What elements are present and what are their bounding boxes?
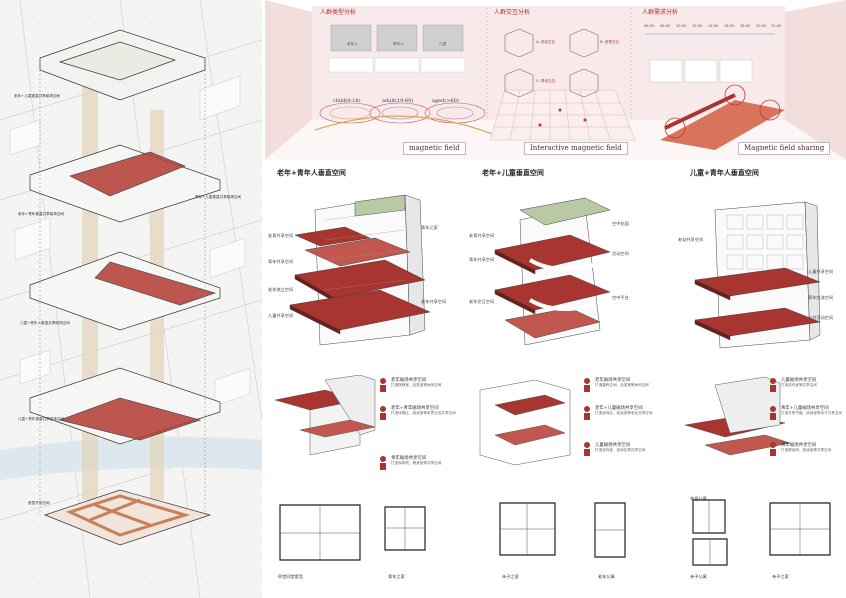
callout-a-1: 老青共享空间 xyxy=(268,233,294,238)
timeline: 06:00 08:00 10:00 12:00 14:00 16:00 18:0… xyxy=(644,24,782,28)
banner-title-2: 人群交互分析 xyxy=(494,9,531,16)
plan-caption-7: 亲子之家 xyxy=(772,574,789,579)
model-a xyxy=(289,194,431,346)
left-label-3: 青年+儿童垂直共享磁场空间 xyxy=(195,195,242,199)
age-label-child: child(0-18) xyxy=(333,98,361,104)
plan-caption-3: 亲子之家 xyxy=(502,574,519,579)
legend-b-2: 老年+儿童磁场共享空间打造游戏区、阅读室等老幼共享空间 xyxy=(595,406,653,416)
interact-label-a: A: 老幼交互 xyxy=(536,40,556,44)
left-label-1: 老年+儿童垂直共享磁场空间 xyxy=(14,94,61,98)
callout-b-2: 青年共享空间 xyxy=(469,257,495,262)
callout-b-6: 空中平台 xyxy=(612,295,629,300)
legend-a-3: 青年磁场共享空间打造咖啡吧、健身室等共享空间 xyxy=(391,456,442,466)
legend-icons xyxy=(380,378,776,470)
callout-c-1: 老幼共享空间 xyxy=(678,237,704,242)
left-label-6: 首层开放空间 xyxy=(28,501,50,505)
callout-c-2: 儿童共享空间 xyxy=(808,269,834,274)
plan-caption-4: 老年公寓 xyxy=(598,574,615,579)
left-label-5: 儿童+青年垂直共享磁场空间 xyxy=(18,417,65,421)
callout-b-5: 活动空间 xyxy=(612,251,629,256)
plan-caption-2: 青年之家 xyxy=(388,574,405,579)
plan-caption-6: 亲子公寓 xyxy=(690,574,707,579)
legend-c-2: 青年+儿童磁场共享空间打造共享书屋、阅读室等亲子共享空间 xyxy=(781,406,843,416)
left-axonometric-panel xyxy=(0,0,262,598)
callout-b-4: 空中花园 xyxy=(612,221,629,226)
left-label-4: 儿童+青年人垂直共享磁场空间 xyxy=(20,321,70,325)
legend-b-3: 儿童磁场共享空间打造游戏室、游戏区等共享空间 xyxy=(595,443,646,453)
label-interactive-field: Interactive magnetic field xyxy=(524,142,628,155)
context-buildings xyxy=(9,75,251,407)
legend-models xyxy=(274,375,791,470)
banner-title-3: 人群需求分析 xyxy=(642,9,679,16)
header-section-c: 儿童+青年人垂直空间 xyxy=(690,169,759,177)
legend-c-1: 儿童磁场共享空间打造游戏室等共享空间 xyxy=(781,378,817,388)
model-c xyxy=(694,201,821,349)
callout-a-2: 青年共享空间 xyxy=(268,259,294,264)
label-magnetic-field: magnetic field xyxy=(403,142,466,155)
left-label-2: 老年+青年垂直共享磁场空间 xyxy=(18,212,65,216)
callout-a-5: 青年之家 xyxy=(421,225,438,230)
interact-label-b: B: 老青交互 xyxy=(600,40,620,44)
legend-a-2: 老年+青年磁场共享空间打造休憩区、阅读室等老青交流共享空间 xyxy=(391,406,456,416)
age-label-adult: adult(19-60) xyxy=(382,98,414,104)
legend-b-1: 老年磁场共享空间打造康养空间、品茗室等休闲空间 xyxy=(595,378,649,388)
callout-c-3: 青年交流空间 xyxy=(808,295,834,300)
top-banner-bg xyxy=(265,0,846,160)
callout-a-6: 老年共享空间 xyxy=(421,299,447,304)
callout-a-4: 儿童共享空间 xyxy=(268,313,294,318)
tag-child: 儿童 xyxy=(439,42,447,46)
interaction-cubes xyxy=(504,28,599,98)
callout-a-3: 老年独立空间 xyxy=(268,287,294,292)
age-label-aged: aged(>60) xyxy=(432,98,459,104)
river xyxy=(0,436,262,480)
label-field-sharing: Magnetic field sharing xyxy=(738,142,831,155)
plan-caption-1: 四世同堂套型 xyxy=(278,574,304,579)
legend-a-1: 老年磁场共享空间打造棋牌室、品茗室等休闲空间 xyxy=(391,378,442,388)
header-section-a: 老年+青年人垂直空间 xyxy=(277,169,346,177)
banner-title-1: 人群类型分析 xyxy=(320,9,357,16)
section-models xyxy=(289,194,821,349)
callout-c-4: 公共活动空间 xyxy=(808,315,834,320)
floor-plans xyxy=(279,499,831,566)
callout-b-1: 老青共享空间 xyxy=(469,233,495,238)
floor-plates xyxy=(29,29,221,546)
plan-caption-5: 单身公寓 xyxy=(690,496,707,501)
header-section-b: 老年+儿童垂直空间 xyxy=(482,169,544,177)
legend-c-3: 青年磁场共享空间打造健身房、阅读室等共享空间 xyxy=(781,443,832,453)
interact-label-c: C: 青幼交互 xyxy=(536,79,556,83)
callout-b-3: 老年交互空间 xyxy=(469,299,495,304)
tag-youth: 青年人 xyxy=(393,42,404,46)
model-b xyxy=(494,197,611,346)
tag-elderly: 老年人 xyxy=(347,42,358,46)
